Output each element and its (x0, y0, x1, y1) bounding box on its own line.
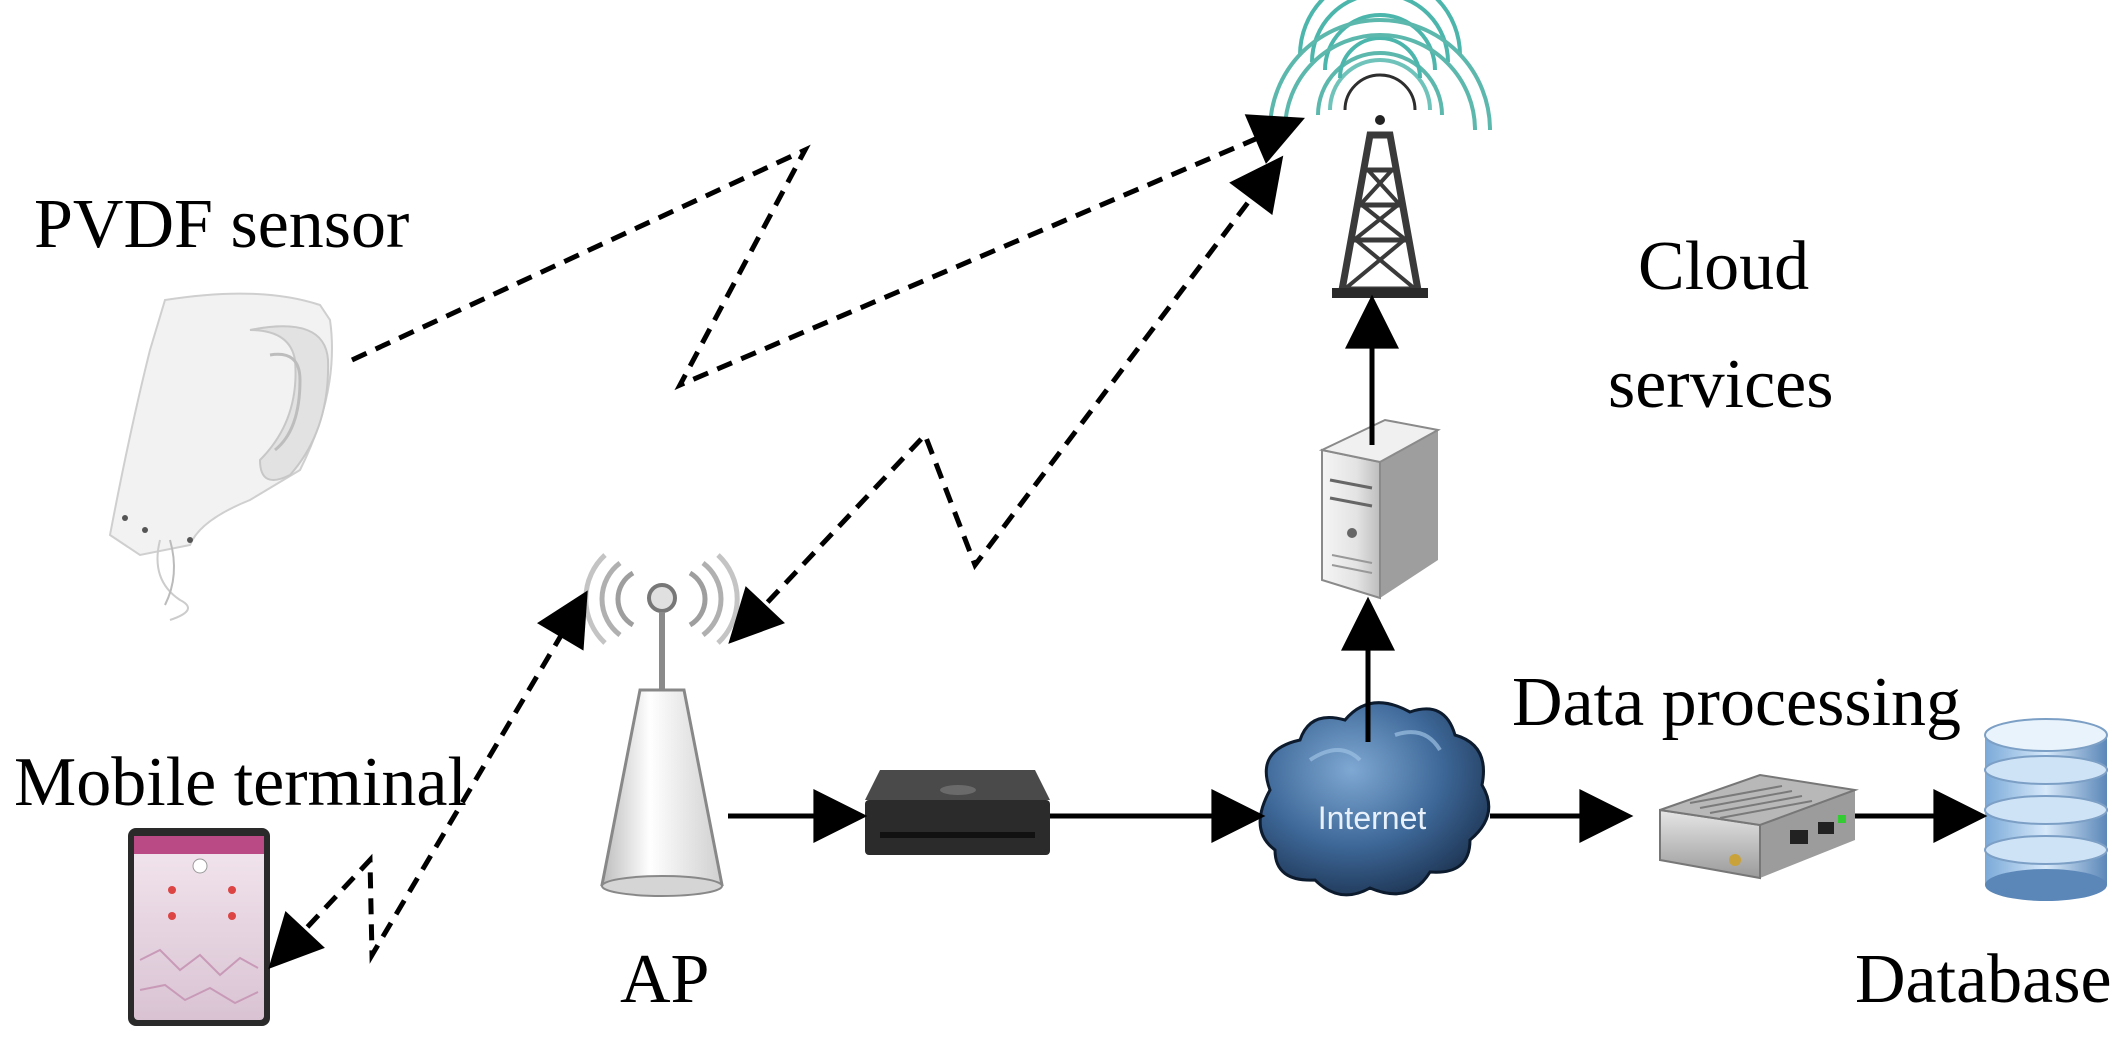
router-image (865, 770, 1050, 855)
mobile-terminal-label: Mobile terminal (14, 744, 467, 821)
wireless-links (268, 114, 1305, 969)
database-label: Database (1855, 941, 2112, 1018)
access-point-image (583, 553, 740, 897)
data-processing-label: Data processing (1512, 664, 1962, 741)
ap-to-tower-link (728, 155, 1284, 644)
pvdf-sensor-image (108, 292, 333, 621)
mobile-phone-image (128, 828, 270, 1026)
internet-label: Internet (1318, 800, 1427, 836)
mobile-to-ap-link (268, 590, 588, 969)
sensor-to-tower-link (350, 114, 1305, 391)
internet-cloud: Internet (1258, 701, 1491, 897)
wired-links (728, 294, 1988, 843)
cloud-services-label-line2: services (1608, 346, 1834, 423)
pvdf-sensor-label: PVDF sensor (34, 186, 410, 263)
cell-tower-image (1268, 0, 1492, 298)
data-processing-device-image (1659, 773, 1859, 880)
database-image (1984, 718, 2108, 901)
server-image (1318, 418, 1441, 600)
ap-label: AP (620, 941, 710, 1018)
cloud-services-label-line1: Cloud (1638, 228, 1810, 305)
